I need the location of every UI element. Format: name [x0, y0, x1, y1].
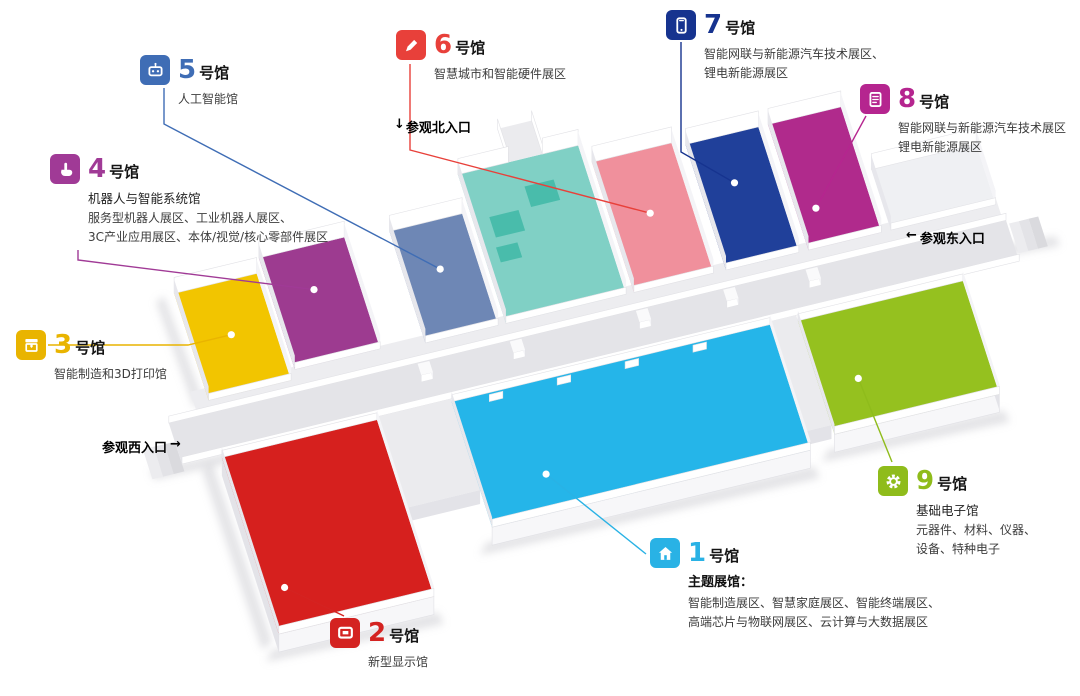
h1-door-stub [488, 390, 504, 402]
h7-leader-line [680, 42, 735, 184]
corridor-pillar-top [417, 361, 433, 375]
h9-leader-line [857, 378, 893, 463]
hall-wall [541, 129, 579, 155]
h8-marker-dot [812, 204, 820, 212]
hall-wall [758, 112, 799, 253]
h2-marker-dot [281, 583, 289, 592]
hall-wall [258, 243, 295, 370]
h2-facade [221, 457, 279, 653]
hall-wall [376, 409, 434, 597]
right-arrow-icon: → [170, 437, 181, 452]
h3-leader-line [48, 334, 232, 346]
h8-floor [768, 106, 882, 251]
east-entrance-step [1028, 216, 1048, 249]
hall-wall [685, 130, 726, 270]
h1-leader-line [545, 473, 647, 555]
h4-leader-line [77, 250, 315, 291]
h4-floor [258, 237, 381, 370]
hall-wall [457, 160, 506, 324]
north-entrance-text: 参观北入口 [405, 121, 471, 136]
corridor-pillar-top [509, 338, 525, 353]
hall-wall [962, 270, 1000, 395]
hall-wall [294, 341, 381, 370]
hall-wall [633, 265, 714, 293]
h8-leader-line [815, 115, 867, 209]
east-entrance-step [1018, 218, 1039, 251]
hall-wall [671, 128, 714, 274]
ground-shadow [202, 462, 272, 650]
h1-door-stub [624, 358, 639, 370]
central-corridor-floor [168, 220, 1020, 464]
hall-wall [797, 310, 835, 435]
h3-marker-dot [227, 331, 235, 339]
north-hall-booth [496, 242, 523, 263]
north-entrance-walkway [497, 120, 543, 163]
hall-wall [808, 225, 882, 251]
h9-floor [797, 280, 1000, 435]
h7-marker-dot [730, 179, 739, 187]
hall-wall [768, 110, 809, 251]
hall-wall [769, 314, 811, 451]
hall-wall [256, 259, 292, 381]
h2-leader-line [284, 586, 345, 617]
north-entrance-label: ↓参观北入口 [394, 117, 471, 136]
east-entrance-label: ← 参观东入口 [906, 228, 985, 247]
walkway [768, 315, 832, 432]
east-entrance-step [1009, 221, 1029, 254]
h2-floor [221, 419, 434, 635]
hall-wall [871, 155, 891, 231]
west-entrance-text: 参观西入口 [102, 441, 168, 456]
h1-floor [451, 324, 811, 528]
east-entrance-text: 参观东入口 [919, 232, 985, 247]
hall-wall [462, 199, 499, 326]
hall-wall [491, 441, 811, 528]
left-arrow-icon: ← [906, 228, 917, 243]
ground-shadow [480, 466, 820, 555]
hall-wall [278, 588, 435, 635]
hall-wall [505, 286, 627, 324]
hall-wall [890, 197, 997, 231]
h4-marker-dot [310, 286, 318, 294]
h6-leader-line [409, 64, 651, 214]
hall-wall [840, 92, 882, 233]
h1-door-stub [556, 374, 572, 386]
walkway-facade [804, 425, 832, 446]
h1-marker-dot [542, 470, 550, 478]
hall-wall [591, 148, 634, 293]
h5-leader-line [163, 88, 441, 270]
ground-shadow [156, 296, 204, 408]
h5-marker-dot [436, 265, 444, 273]
down-arrow-icon: ↓ [394, 117, 405, 132]
hall-wall [451, 391, 493, 528]
hall-wall [208, 373, 292, 401]
h1-door-stub [692, 341, 707, 353]
corridor-pillar-top [805, 267, 821, 281]
ground-shadow [822, 410, 1010, 462]
north-hall-booth [524, 179, 561, 207]
walkway-facade [405, 490, 481, 523]
west-entrance-step [153, 444, 174, 477]
h6-marker-dot [646, 209, 654, 217]
hall-wall [578, 131, 627, 295]
corridor-pillar-top [635, 308, 652, 323]
h9-marker-dot [854, 374, 862, 382]
hall-wall [976, 130, 996, 205]
west-entrance-step [142, 446, 164, 480]
north-hall-floor [457, 145, 627, 324]
west-entrance-label: 参观西入口 → [102, 437, 181, 456]
north-hall-booth [489, 210, 526, 238]
hall-wall [174, 279, 209, 401]
h7-floor [685, 126, 799, 271]
west-entrance-step [164, 441, 185, 474]
hall-wall [725, 245, 800, 271]
hall-wall [425, 317, 499, 344]
hall-wall [389, 217, 426, 343]
walkway [376, 398, 481, 509]
corridor-pillar-top [723, 287, 739, 301]
corridor-wall [168, 212, 1007, 424]
hall-wall [221, 447, 279, 635]
hall-wall [344, 223, 381, 349]
